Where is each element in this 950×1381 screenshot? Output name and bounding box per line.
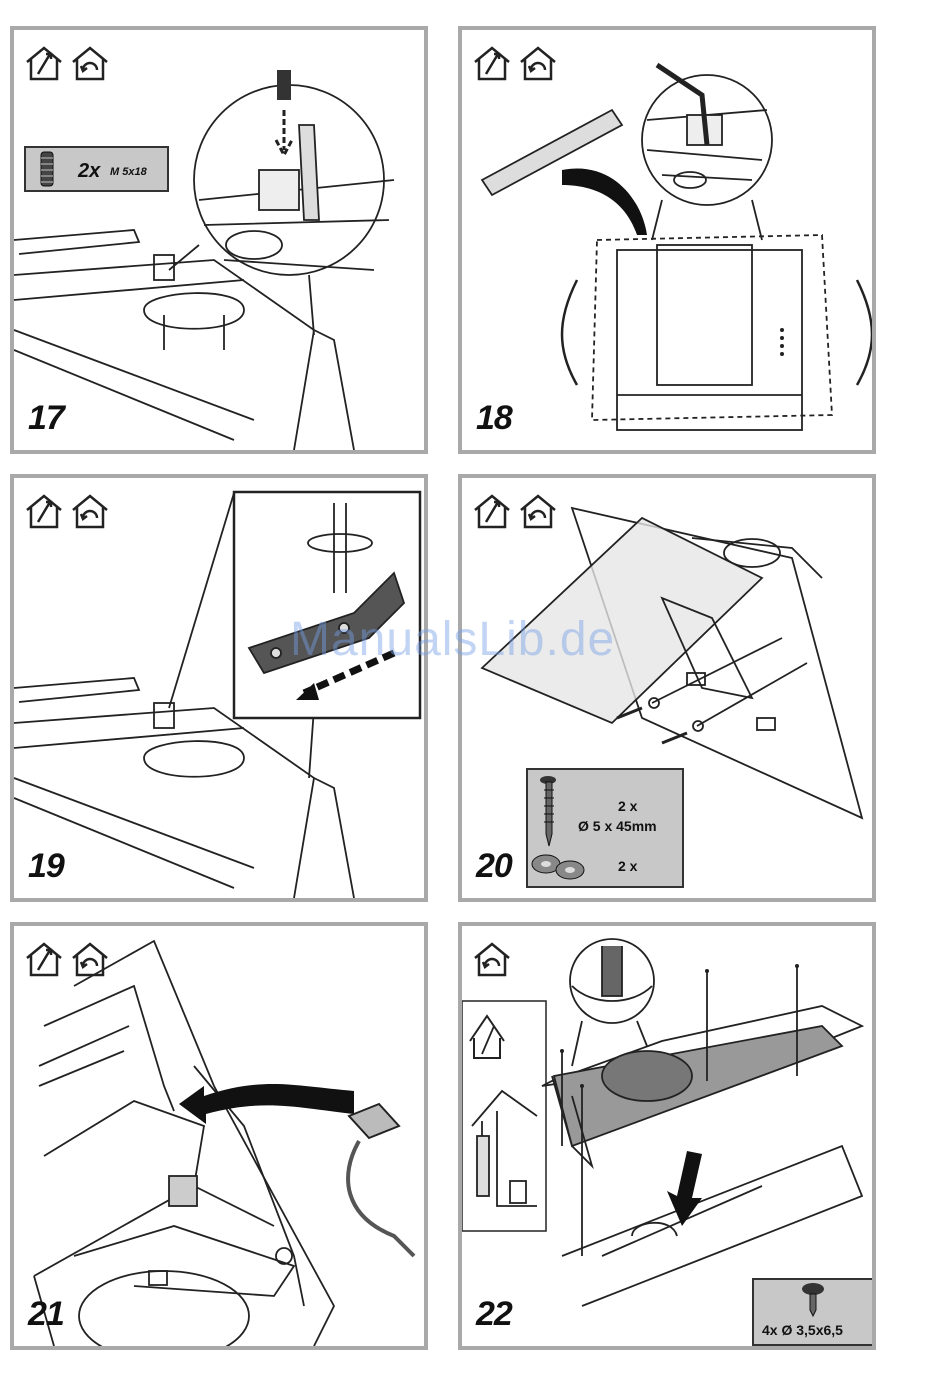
long-screw-icon [536,774,566,850]
watermark: ManualsLib.de [290,612,615,667]
panel-step-22: 4x Ø 3,5x6,5 22 [458,922,876,1350]
step-number: 21 [28,1295,64,1334]
illustration-step-18 [462,30,872,450]
panel-step-20: 2 x Ø 5 x 45mm 2 x 20 [458,474,876,902]
step-number: 20 [476,847,512,886]
screw-qty: 2 x [618,798,637,814]
illustration-step-21 [14,926,424,1346]
step-number: 22 [476,1295,512,1334]
parts-box-screws-washers: 2 x Ø 5 x 45mm 2 x [526,768,684,888]
panel-step-21: 21 [10,922,428,1350]
step-number: 19 [28,847,64,886]
parts-box-screws: 4x Ø 3,5x6,5 [752,1278,874,1346]
panel-step-17: 2x M 5x18 17 [10,26,428,454]
step-number: 18 [476,399,512,438]
step-number: 17 [28,399,64,438]
illustration-step-19 [14,478,424,898]
panel-step-19: 19 [10,474,428,902]
panel-step-18: 18 [458,26,876,454]
part-spec: 4x Ø 3,5x6,5 [762,1322,843,1338]
washer-icon [530,850,588,884]
illustration-step-17 [14,30,424,450]
screw-spec: Ø 5 x 45mm [578,818,657,834]
washer-qty: 2 x [618,858,637,874]
small-screw-icon [800,1282,826,1318]
